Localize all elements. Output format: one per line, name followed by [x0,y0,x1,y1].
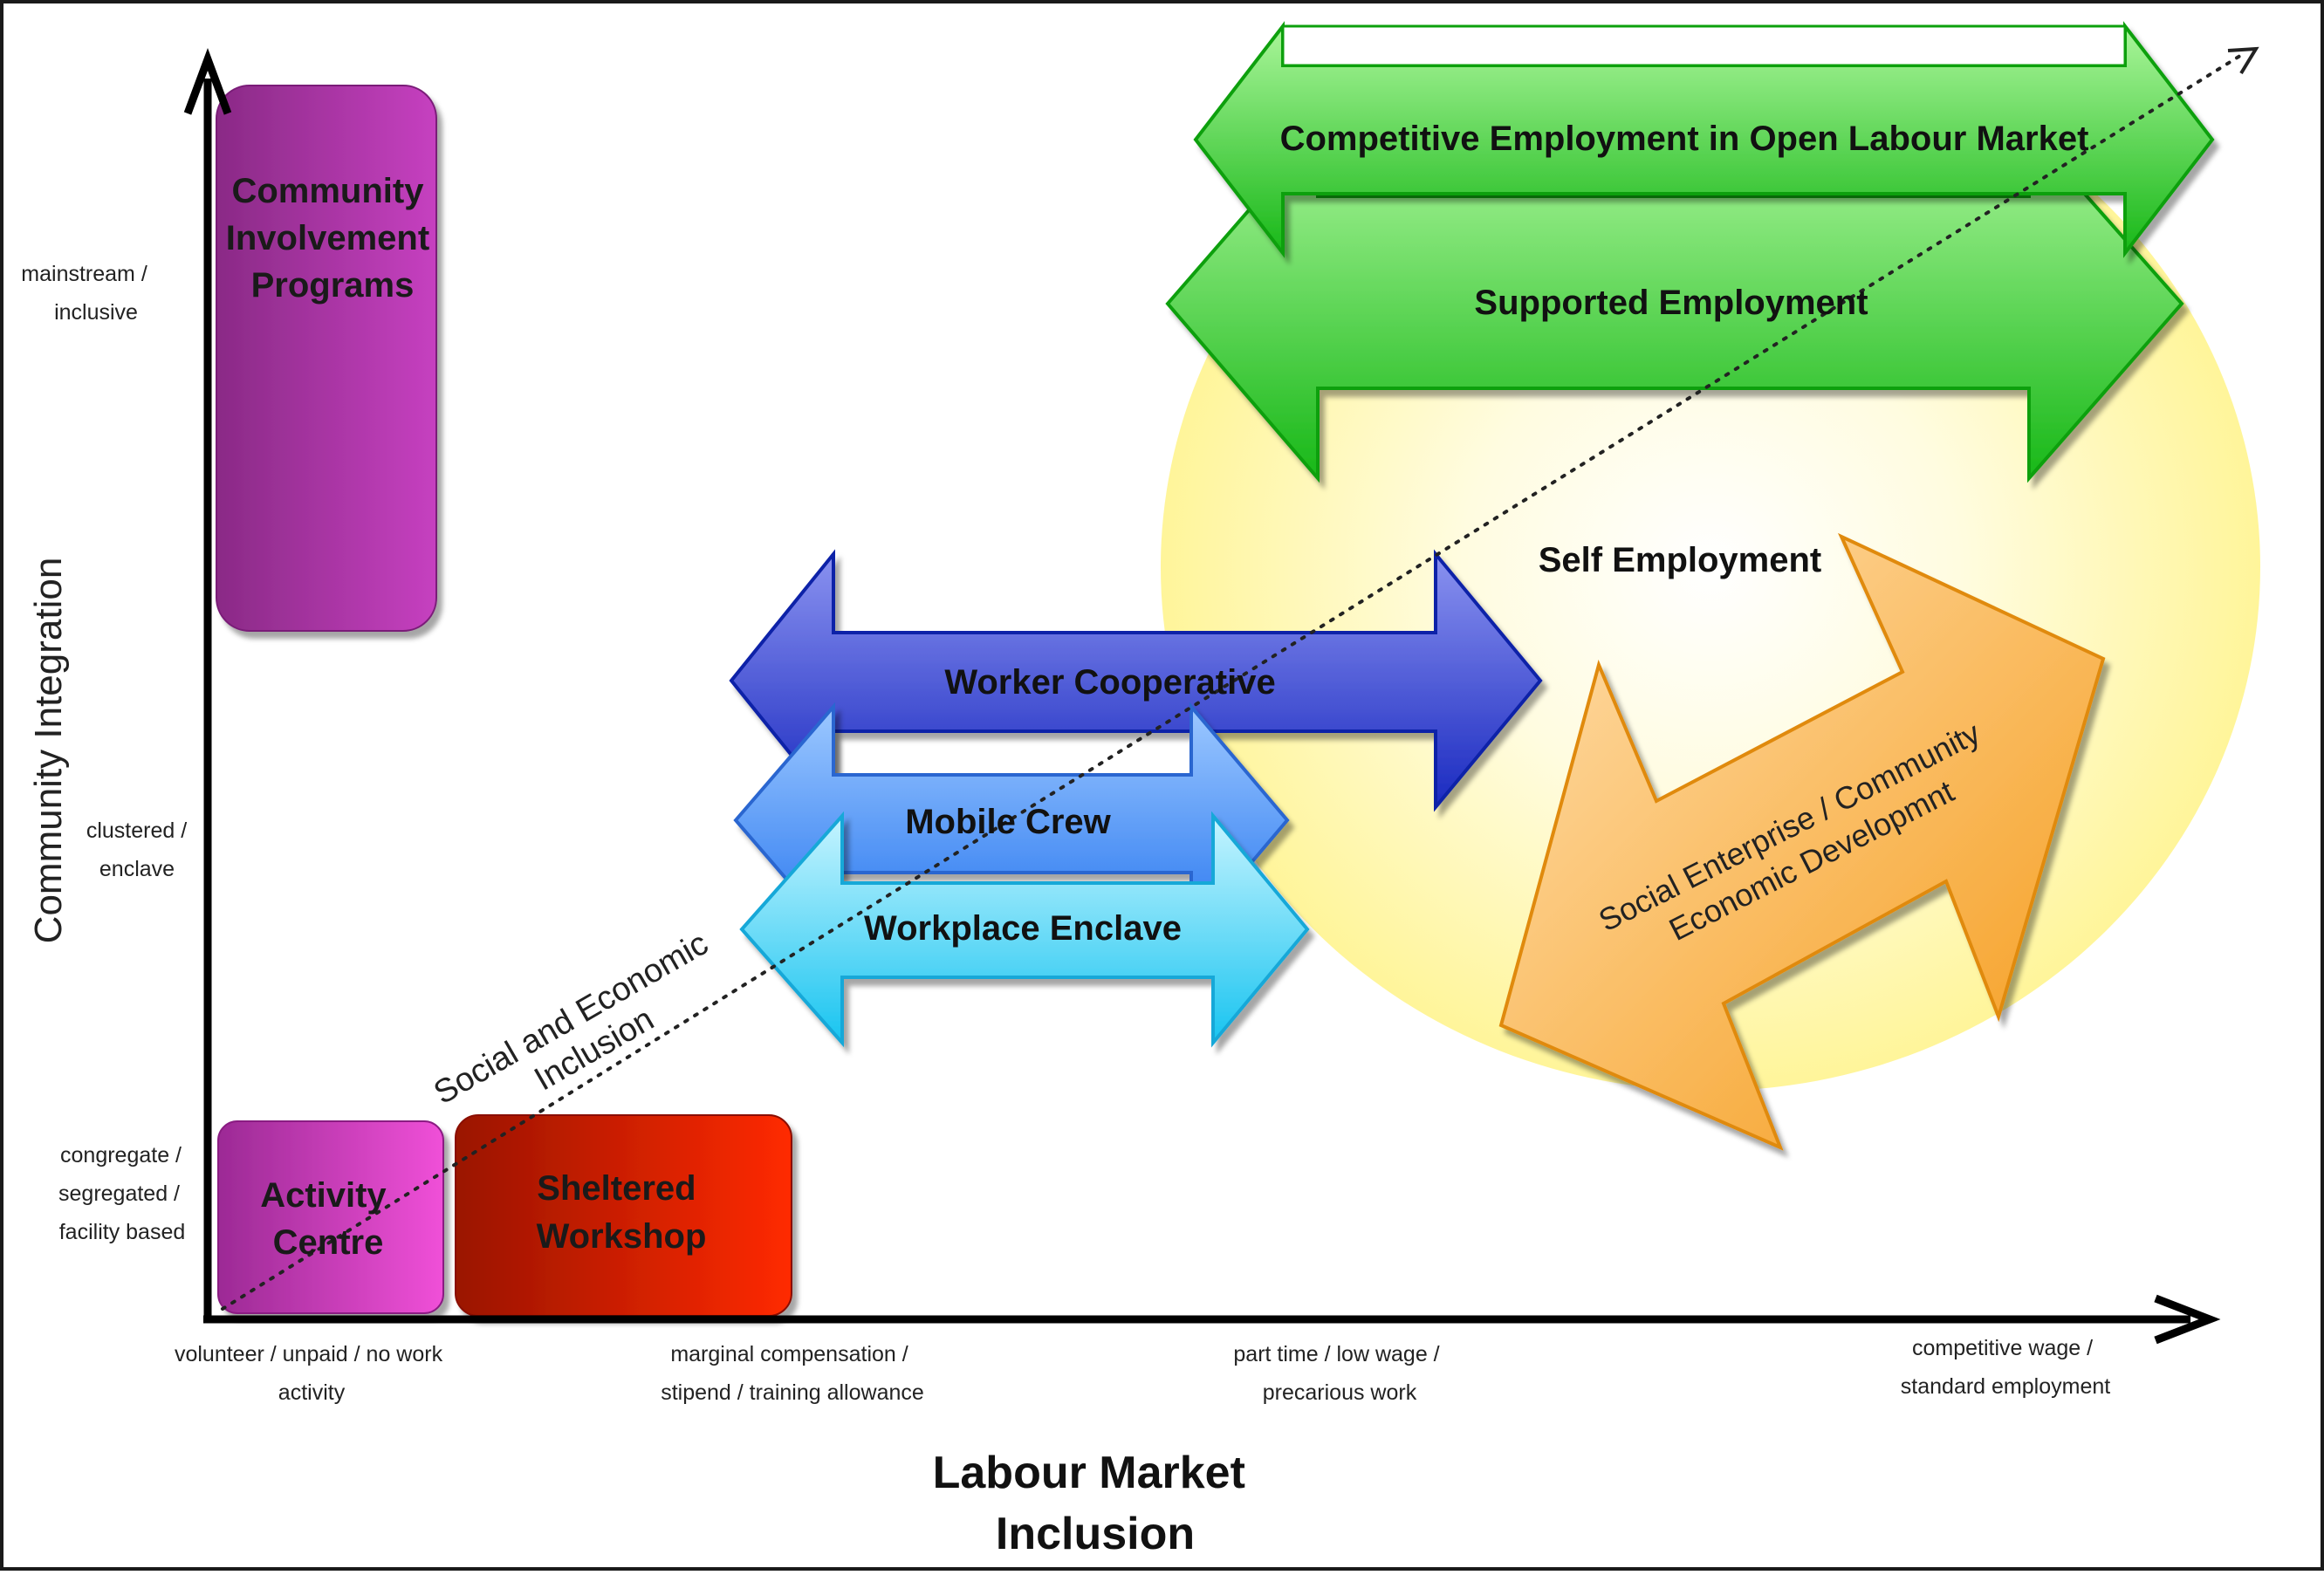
x-level-volunteer: volunteer / unpaid / no work activity [175,1342,449,1405]
community-involvement-label: Community Involvement Programs [226,172,440,305]
self-employment-label: Self Employment [1539,541,1822,579]
x-level-competitive: competitive wage / standard employment [1901,1336,2110,1399]
sheltered-workshop-box [455,1114,792,1317]
y-level-congregate: congregate / segregated / facility based [58,1143,188,1244]
y-level-clustered: clustered / enclave [86,818,193,881]
sheltered-workshop-label: Sheltered Workshop [537,1169,707,1256]
x-level-parttime: part time / low wage / precarious work [1233,1342,1445,1405]
mobile-crew-label: Mobile Crew [905,803,1111,841]
y-level-mainstream: mainstream / inclusive [21,262,153,325]
workplace-enclave-arrow [739,811,1310,1048]
workplace-enclave-label: Workplace Enclave [864,909,1182,948]
community-involvement-box [216,85,437,632]
competitive-employment-label: Competitive Employment in Open Labour Ma… [1280,120,2089,158]
y-axis-title: Community Integration [27,558,70,944]
activity-centre-label: Activity Centre [260,1176,396,1262]
y-axis [183,48,232,1319]
activity-centre-box [217,1120,444,1314]
worker-cooperative-label: Worker Cooperative [944,663,1275,702]
social-enterprise-arrow [1498,532,2106,1151]
inclusion-trend-line [221,46,2259,1311]
supported-employment-label: Supported Employment [1474,284,1868,322]
competitive-employment-arrow [1193,21,2215,258]
x-level-marginal: marginal compensation / stipend / traini… [661,1342,924,1405]
x-axis-title: Labour Market Inclusion [933,1448,1258,1559]
x-axis [203,1294,2221,1345]
trend-line-caption: Social and Economic Inclusion [428,921,741,1145]
